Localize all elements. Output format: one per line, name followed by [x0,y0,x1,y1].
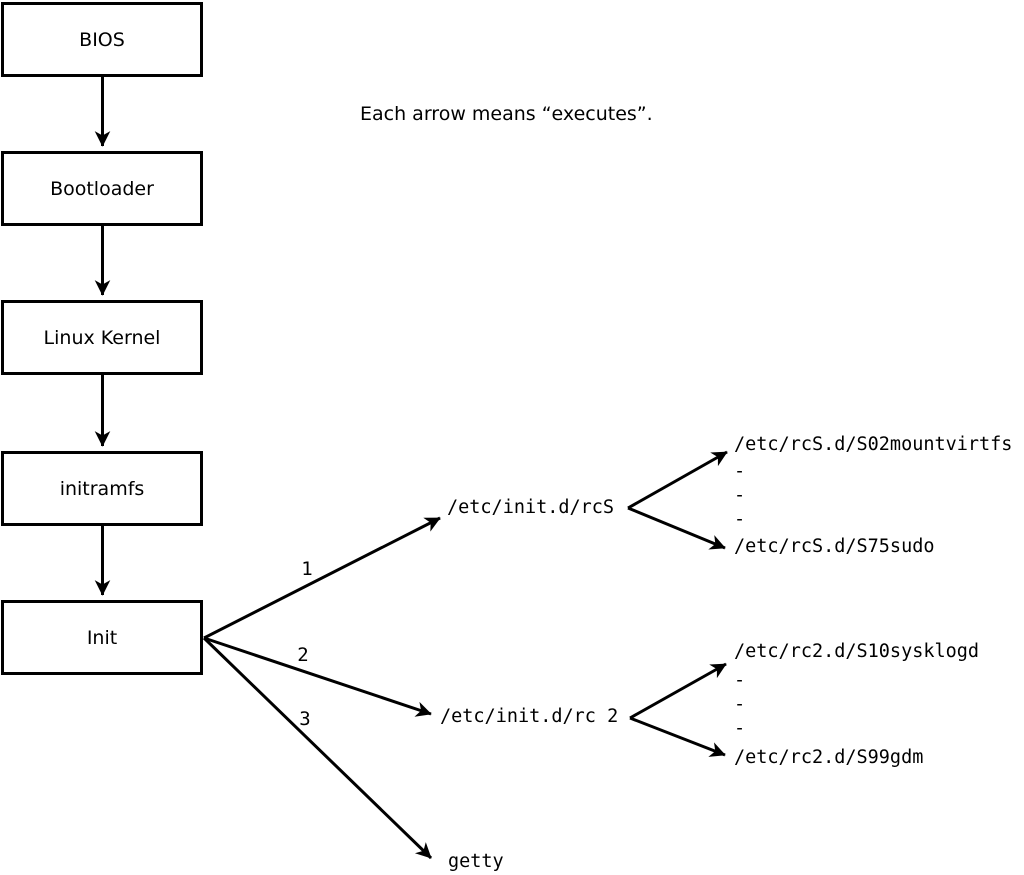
legend-note: Each arrow means “executes”. [360,103,653,125]
box-initramfs-label: initramfs [59,477,145,500]
branch-number-2: 2 [297,644,309,666]
arrow-init-to-getty [202,636,433,860]
rc2-ellipsis-dash-3: - [734,718,746,739]
box-bios-label: BIOS [79,28,125,51]
box-linux-kernel: Linux Kernel [1,300,203,375]
box-bios: BIOS [1,2,203,77]
rc2-child-s10sysklogd: /etc/rc2.d/S10sysklogd [734,641,980,662]
rcs-ellipsis-dash-3: - [734,509,746,530]
box-init: Init [1,600,203,675]
box-linux-kernel-label: Linux Kernel [43,326,161,349]
rc2-child-s99gdm: /etc/rc2.d/S99gdm [734,747,924,768]
rc2-ellipsis-dash-2: - [734,694,746,715]
arrow-rc2-to-s99gdm [629,716,726,757]
box-bootloader-label: Bootloader [50,177,154,200]
branch-number-1: 1 [301,558,313,580]
rcs-ellipsis-dash-1: - [734,461,746,482]
rcs-ellipsis-dash-2: - [734,485,746,506]
arrow-init-to-rcs [203,516,441,640]
target-rc2-script: /etc/init.d/rc 2 [440,706,619,727]
rc2-ellipsis-dash-1: - [734,670,746,691]
rcs-child-s02mountvirtfs: /etc/rcS.d/S02mountvirtfs [734,434,1013,455]
branch-number-3: 3 [299,708,311,730]
target-rcs-script: /etc/init.d/rcS [447,497,615,518]
arrow-rc2-to-s10sysklogd [629,662,727,720]
rcs-child-s75sudo: /etc/rcS.d/S75sudo [734,536,935,557]
arrow-init-to-rc2 [203,636,432,717]
box-init-label: Init [86,626,118,649]
arrow-rcs-to-s02mountvirtfs [627,450,728,510]
box-bootloader: Bootloader [1,151,203,226]
box-initramfs: initramfs [1,451,203,526]
target-getty: getty [448,851,504,872]
arrow-rcs-to-s75sudo [627,506,726,550]
